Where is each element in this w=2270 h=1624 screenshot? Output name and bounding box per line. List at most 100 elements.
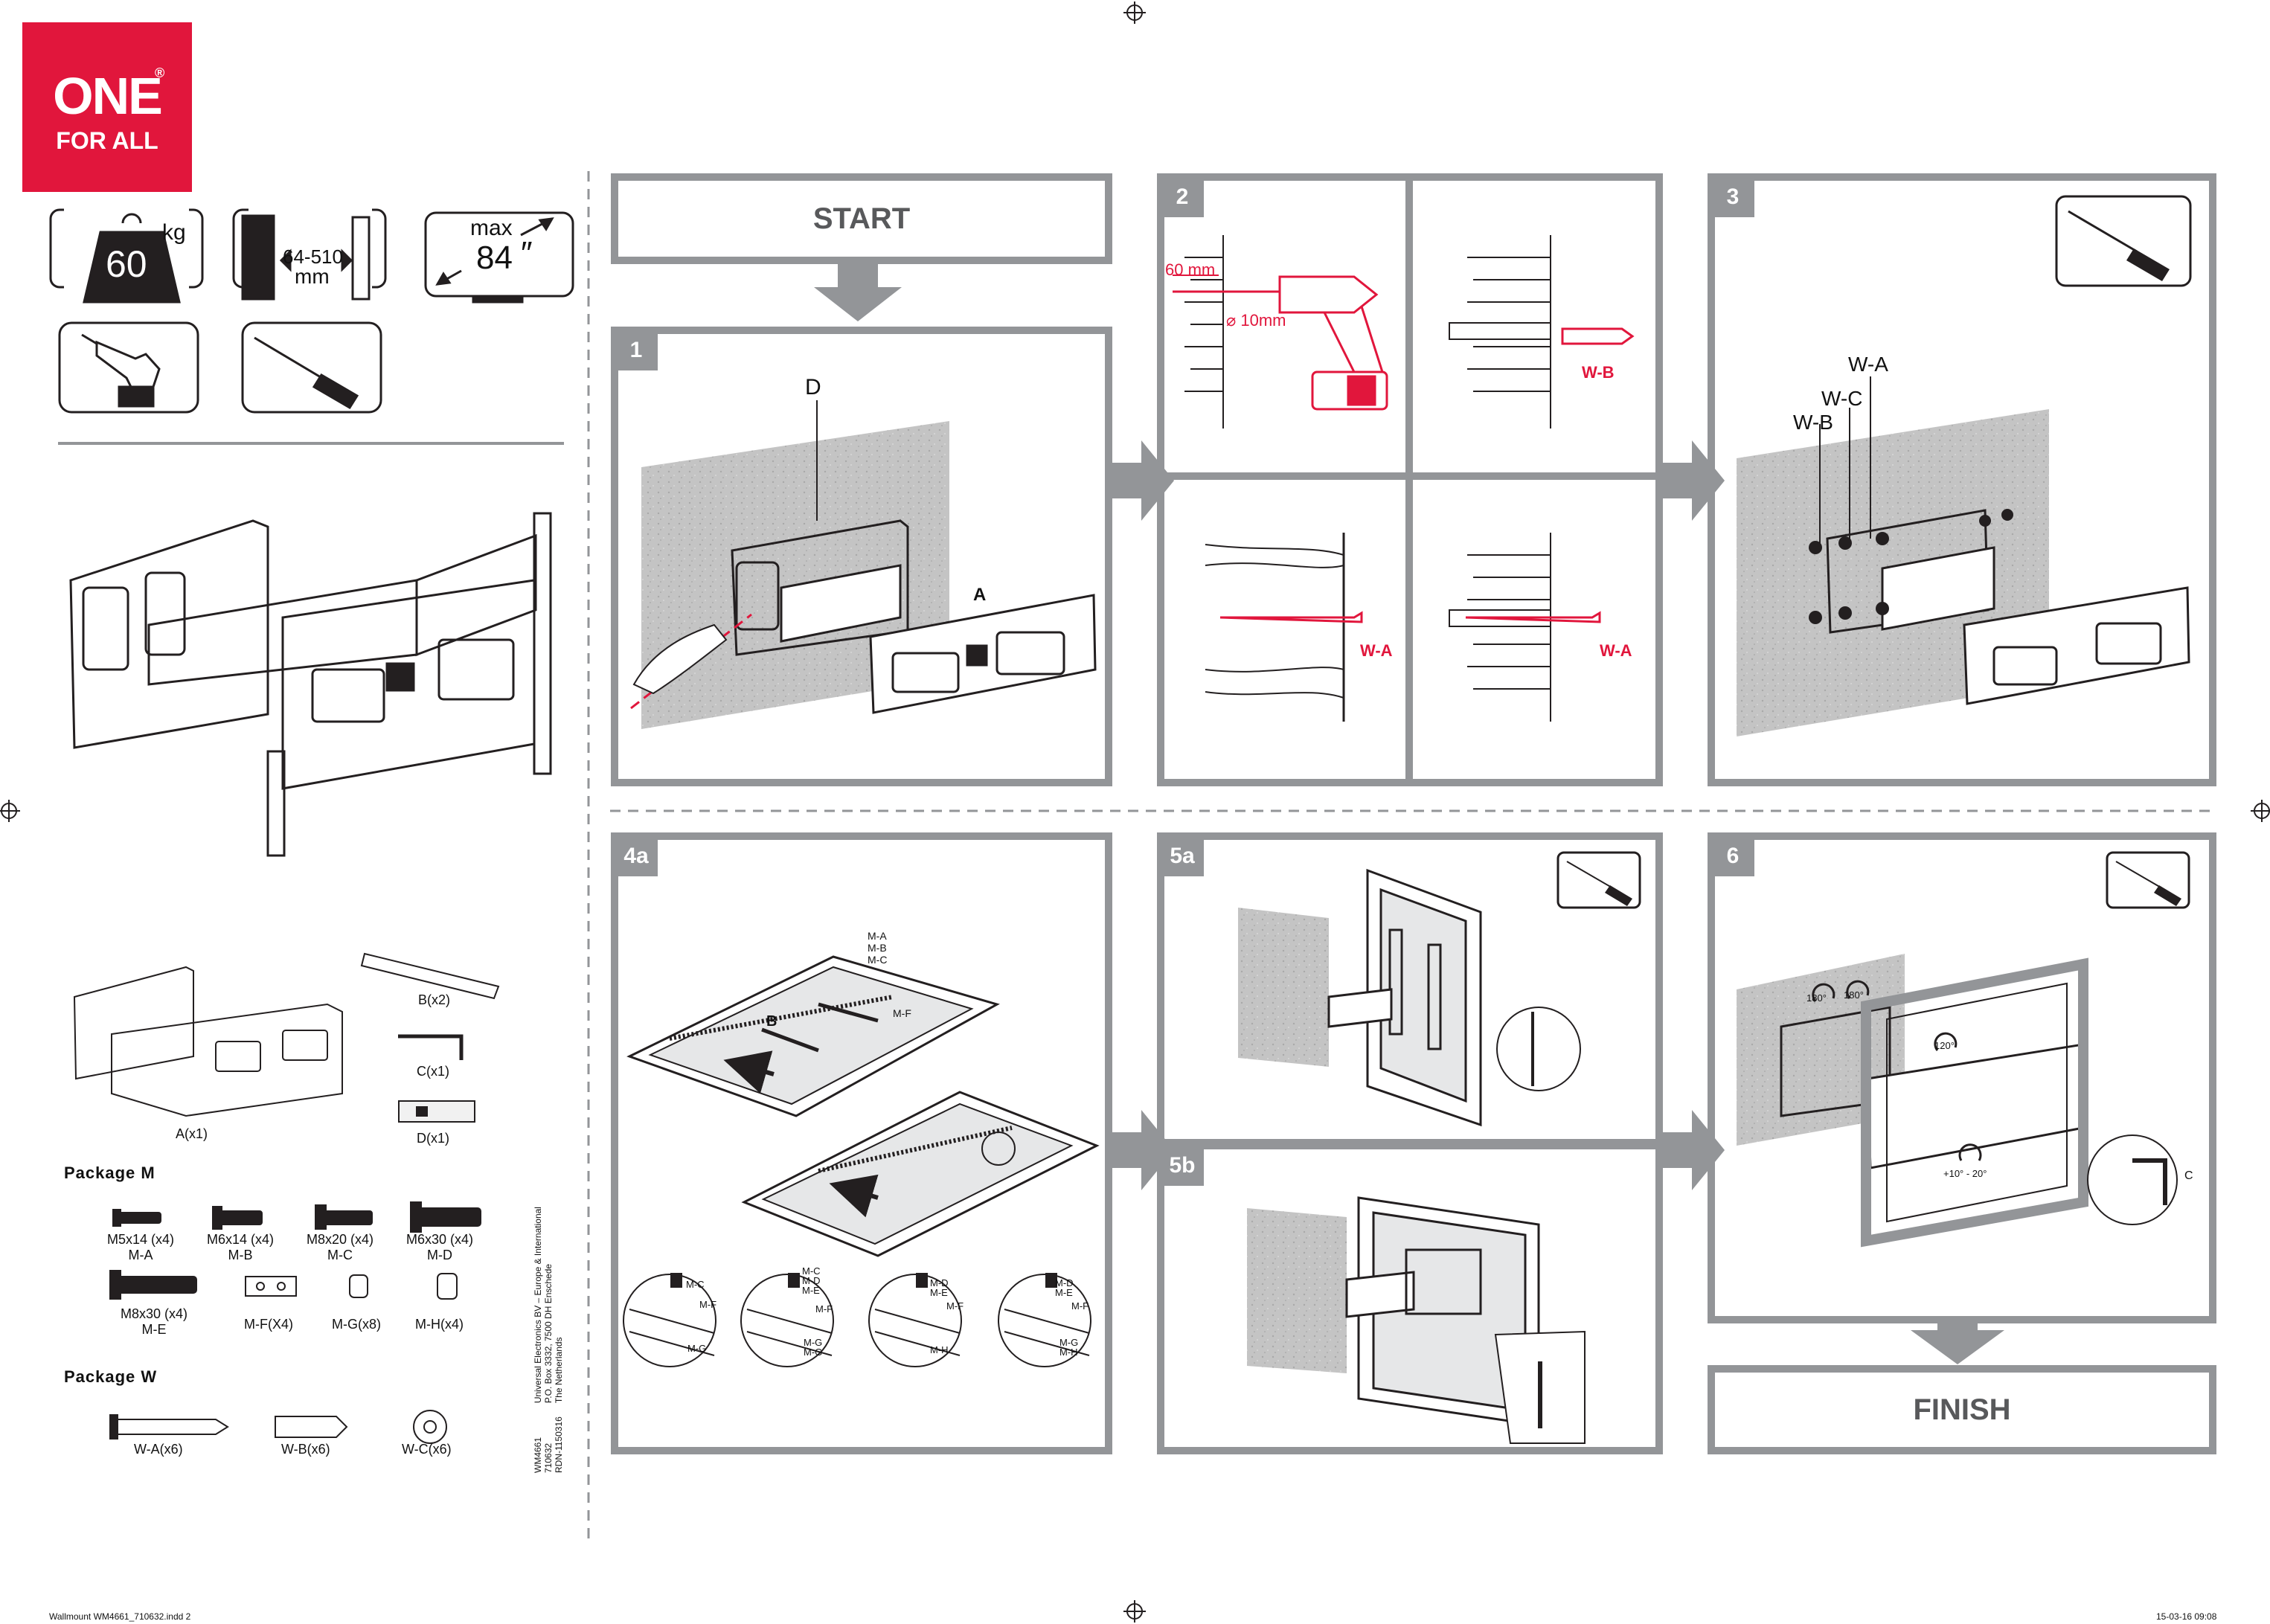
package-w-title: Package W [64,1367,158,1386]
package-m-item: M-H(x4) [415,1317,464,1332]
step6-rotation-3: 120° [1934,1040,1955,1051]
step6-drawing [1737,851,2190,1248]
step2-label-wb: W-B [1582,363,1615,382]
step1-label-a: A [973,585,987,605]
part-b-label: B(x2) [418,992,451,1007]
step-5a-number: 5a [1161,836,1204,876]
screen-unit: ″ [521,235,533,272]
logo-line2: FOR ALL [56,127,158,154]
step6-rotation-1: 180° [1806,992,1827,1004]
detail3-top: M-D M-E [930,1277,949,1298]
screen-prefix: max [470,216,513,240]
step4a-screw-stack: M-A M-B M-C [868,930,888,966]
package-w-item: W-A(x6) [134,1442,183,1457]
step-2-number: 2 [1161,177,1204,217]
weight-icon [49,208,204,304]
imprint-address: P.O. Box 3332, 7500 DH Enschede [543,1263,554,1404]
step4a-drawing [623,955,1100,1367]
package-m-item: M-F(X4) [244,1317,293,1332]
item-code: M-D [427,1248,453,1262]
screwdriver-tool-icon [241,321,382,414]
step1-drawing [630,400,1097,729]
item-size: M6x14 (x4) [207,1232,275,1247]
package-m-parts [109,1201,481,1300]
package-m-title: Package M [64,1164,155,1182]
depth-value: 64-510 [283,245,343,268]
parts-overview-drawing [73,952,500,1123]
depth-unit: mm [295,265,330,288]
step2-drawing [1173,235,1635,722]
detail2-top: M-C M-D M-E [802,1265,821,1296]
step6-rotation-2: 180° [1844,989,1864,1001]
step3-label-wc: W-C [1821,387,1863,410]
step-6-number: 6 [1711,836,1754,876]
part-c-label: C(x1) [417,1064,449,1079]
package-m-item: M8x20 (x4)M-C [307,1232,373,1263]
panel-frames [611,173,2216,1454]
package-m-item: M6x14 (x4)M-B [207,1232,274,1263]
item-size: M6x30 (x4) [406,1232,474,1247]
footer-filename: Wallmount WM4661_710632.indd 2 [49,1611,191,1622]
item-code: M-E [141,1322,167,1337]
detail2-bottom: M-G M-G [804,1337,823,1358]
step-3-number: 3 [1711,177,1754,217]
step2-label-wa2: W-A [1600,641,1632,660]
item-code: M-A [128,1248,153,1262]
part-a-label: A(x1) [176,1126,208,1141]
step6-tilt: +10° - 20° [1943,1168,1987,1179]
package-m-item: M6x30 (x4)M-D [406,1232,473,1263]
step4a-label-mf: M-F [893,1007,911,1019]
part-d-label: D(x1) [417,1131,449,1146]
item-code: M-C [327,1248,353,1262]
step2-drill-depth: 60 mm [1165,260,1216,279]
detail4-top: M-D M-E [1055,1277,1074,1298]
imprint-rdn: RDN-1150316 [554,1416,564,1473]
step-5b-number: 5b [1161,1146,1204,1186]
package-m-item: M8x30 (x4)M-E [121,1306,187,1338]
step-4a-number: 4a [615,836,658,876]
package-w-item: W-B(x6) [281,1442,330,1457]
screen-size-icon [424,211,574,304]
imprint-code: 710632 [543,1442,554,1473]
step-1-number: 1 [615,330,658,370]
item-size: M8x20 (x4) [307,1232,374,1247]
step4a-label-b: B [766,1013,777,1030]
detail1-mid: M-F [699,1299,717,1310]
weight-value: 60 [106,243,147,285]
item-size: M5x14 (x4) [107,1232,175,1247]
step3-label-wa: W-A [1848,353,1888,376]
package-m-item: M-G(x8) [332,1317,381,1332]
detail1-top: M-C [686,1279,705,1290]
step2-label-wa1: W-A [1360,641,1393,660]
flow-arrows [814,257,2004,1364]
item-code: M-B [228,1248,253,1262]
mount-overview-drawing [69,512,552,857]
detail3-bottom: M-H [930,1344,949,1355]
imprint-company: Universal Electronics BV – Europe & Inte… [533,1207,543,1404]
detail4-bottom: M-G M-H [1059,1337,1079,1358]
step5a-drawing [1238,851,1641,1127]
depth-icon [232,208,387,301]
footer-date: 15-03-16 09:08 [2156,1611,2217,1622]
detail1-bottom: M-G [687,1343,707,1354]
package-w-item: W-C(x6) [402,1442,452,1457]
drill-tool-icon [58,321,199,414]
step3-label-wb: W-B [1793,411,1833,434]
step5b-drawing [1247,1196,1586,1444]
step2-drill-diameter: ⌀ 10mm [1226,311,1286,330]
item-size: M8x30 (x4) [121,1306,188,1321]
start-header: START [812,202,911,235]
step1-label-d: D [805,375,821,399]
weight-unit: kg [162,220,186,245]
detail3-mid: M-F [946,1300,964,1312]
package-m-item: M5x14 (x4)M-A [107,1232,174,1263]
step6-label-c: C [2184,1169,2193,1182]
logo-line1: ONE [53,67,163,125]
step3-drawing [1737,195,2192,736]
imprint-country: The Netherlands [554,1337,564,1404]
brand-logo: ONE FOR ALL ® [22,22,192,192]
